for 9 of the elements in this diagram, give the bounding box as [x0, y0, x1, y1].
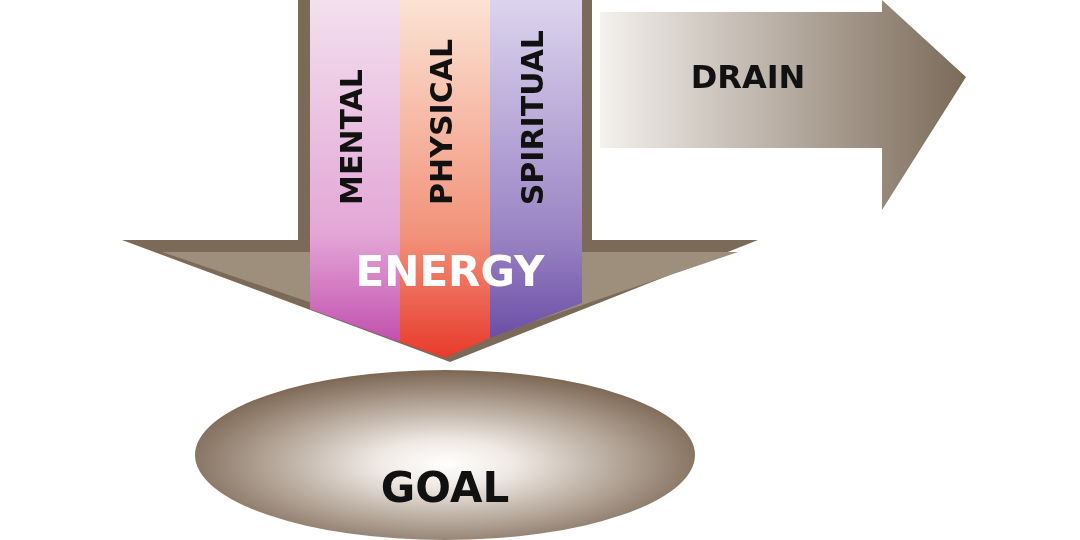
- ellipse-label: GOAL: [380, 467, 510, 509]
- right-arrow: [600, 0, 968, 212]
- arrow-label: ENERGY: [355, 251, 545, 293]
- goal-ellipse: [195, 370, 695, 540]
- stripe-label: MENTAL: [337, 69, 367, 205]
- stripe-label: SPIRITUAL: [518, 29, 548, 205]
- stripe-label: PHYSICAL: [427, 39, 457, 205]
- stripe: [400, 0, 490, 235]
- arrow-label: DRAIN: [690, 61, 806, 93]
